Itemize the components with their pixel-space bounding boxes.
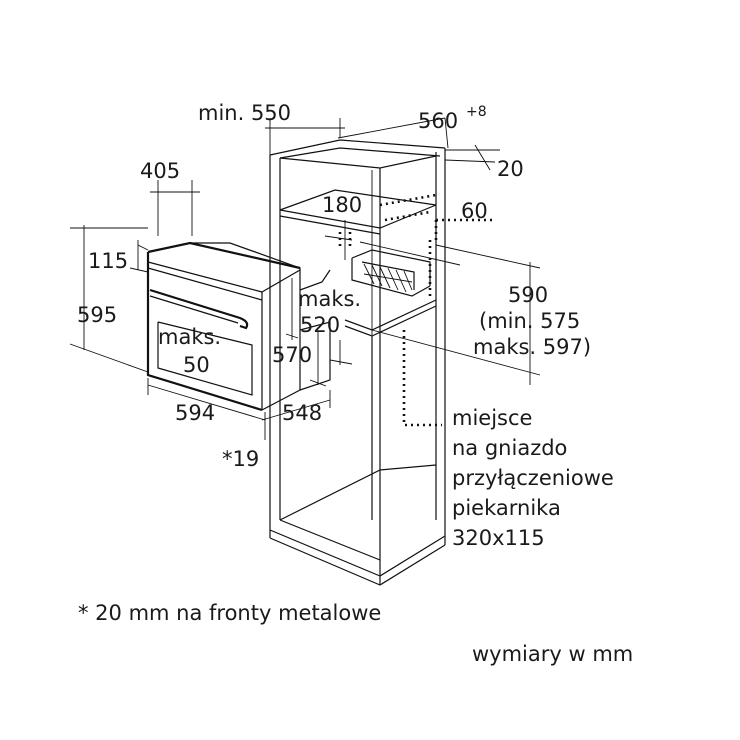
socket-note-line-2: na gniazdo (452, 436, 567, 460)
vent-hatch (363, 263, 413, 293)
label-595: 595 (77, 303, 117, 327)
label-115: 115 (88, 249, 128, 273)
label-560: 560 (418, 109, 458, 133)
socket-note-line-3: przyłączeniowe (452, 466, 614, 490)
label-560-tolerance: +8 (466, 104, 487, 120)
label-19: *19 (222, 447, 259, 471)
label-548: 548 (282, 401, 322, 425)
label-maks-520-b: 520 (300, 313, 340, 337)
dimension-lines (69, 117, 541, 440)
oven (146, 241, 331, 412)
units-note: wymiary w mm (472, 642, 633, 666)
socket-note-line-4: piekarnika (452, 496, 561, 520)
label-maks-50-b: 50 (183, 353, 210, 377)
label-maks-50-a: maks. (158, 325, 221, 349)
label-590-min: (min. 575 (479, 309, 580, 333)
socket-note: miejsce na gniazdo przyłączeniowe piekar… (452, 406, 614, 550)
label-594: 594 (175, 401, 215, 425)
label-590: 590 (508, 283, 548, 307)
label-maks-520-a: maks. (298, 287, 361, 311)
label-590-max: maks. 597) (473, 335, 591, 359)
dimension-labels: min. 550 560 +8 20 180 60 405 115 595 59… (77, 101, 591, 471)
footnote: * 20 mm na fronty metalowe (78, 601, 381, 625)
socket-note-line-1: miejsce (452, 406, 532, 430)
socket-note-line-5: 320x115 (452, 526, 545, 550)
label-min-550: min. 550 (198, 101, 291, 125)
label-60: 60 (461, 199, 488, 223)
label-570: 570 (272, 343, 312, 367)
label-180: 180 (322, 193, 362, 217)
label-405: 405 (140, 159, 180, 183)
label-20: 20 (497, 157, 524, 181)
